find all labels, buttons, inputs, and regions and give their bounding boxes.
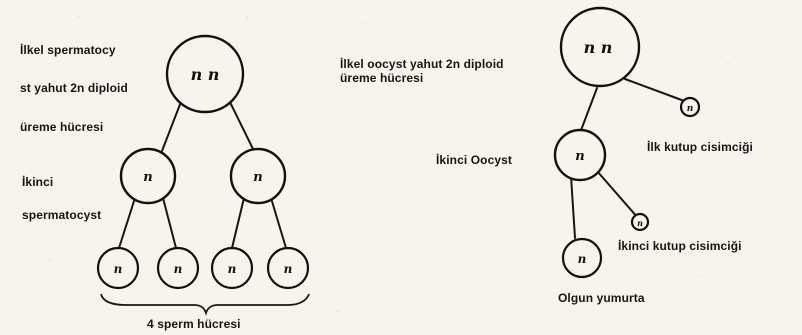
connector-left-secondary-to-sperm-1 xyxy=(118,197,136,249)
second-polar-body-label: İkinci kutup cisimciği xyxy=(618,239,742,253)
sperm-cell-3 xyxy=(210,246,254,290)
primary-oocyte-label-line-1: İlkel oocyst yahut 2n diploid xyxy=(340,57,504,71)
sperm-cell-1-mark: n xyxy=(114,262,123,276)
paper-speckles xyxy=(49,9,761,312)
secondary-spermatocyte-right-cell xyxy=(229,147,287,205)
primary-spermatocyte-label-line-1: İlkel spermatocy xyxy=(20,43,116,57)
secondary-oocyte-cell xyxy=(553,128,607,182)
first-polar-body-label: İlk kutup cisimciği xyxy=(647,140,753,154)
primary-spermatocyte-label-line-3: üreme hücresi xyxy=(20,120,104,134)
mature-egg-mark: n xyxy=(578,252,587,266)
first-polar-body-cell xyxy=(679,96,701,118)
primary-spermatocyte-cell xyxy=(165,34,245,114)
connector-secondary-oocyte-to-mature-egg xyxy=(570,175,576,239)
first-polar-body-mark: n xyxy=(687,104,694,114)
connector-right-secondary-to-sperm-4 xyxy=(270,197,287,249)
primary-oocyte-cell xyxy=(559,6,641,88)
sperm-cell-4-mark: n xyxy=(284,262,293,276)
secondary-oocyte-mark: n xyxy=(575,149,584,164)
primary-oocyte-mark: n n xyxy=(584,38,613,57)
sperm-cell-3-mark: n xyxy=(228,262,237,276)
second-polar-body-mark: n xyxy=(637,218,643,228)
four-sperm-cells-label: 4 sperm hücresi xyxy=(147,317,241,331)
second-polar-body-cell xyxy=(630,212,650,232)
secondary-oocyte-label: İkinci Oocyst xyxy=(436,153,512,167)
primary-spermatocyte-label-line-2: st yahut 2n diploid xyxy=(20,81,128,95)
mature-egg-cell xyxy=(561,237,603,279)
connector-secondary-oocyte-to-second-polar-body xyxy=(596,170,639,219)
sperm-cell-1 xyxy=(96,246,140,290)
connector-right-secondary-to-sperm-3 xyxy=(231,197,245,249)
secondary-spermatocyte-left-mark: n xyxy=(143,170,152,185)
four-sperm-bracket xyxy=(100,293,310,316)
connector-primary-to-first-polar-body xyxy=(624,78,688,103)
spermatogenesis-tree: n n n n n n n n xyxy=(96,34,310,316)
primary-oocyte-label-line-2: üreme hücresi xyxy=(340,71,424,85)
secondary-spermatocyte-left-cell xyxy=(119,147,177,205)
sperm-cell-2 xyxy=(156,246,200,290)
primary-spermatocyte-mark: n n xyxy=(191,65,220,84)
connector-primary-to-secondary-oocyte xyxy=(579,87,598,134)
mature-egg-label: Olgun yumurta xyxy=(558,291,645,305)
secondary-spermatocyte-label-line-2: spermatocyst xyxy=(22,208,102,222)
secondary-spermatocyte-label-line-1: İkinci xyxy=(22,175,54,189)
secondary-spermatocyte-right-mark: n xyxy=(253,170,262,185)
connector-left-secondary-to-sperm-2 xyxy=(162,197,177,249)
oogenesis-tree: n n n n n n xyxy=(553,6,701,279)
sperm-cell-4 xyxy=(266,246,310,290)
sperm-cell-2-mark: n xyxy=(174,262,183,276)
